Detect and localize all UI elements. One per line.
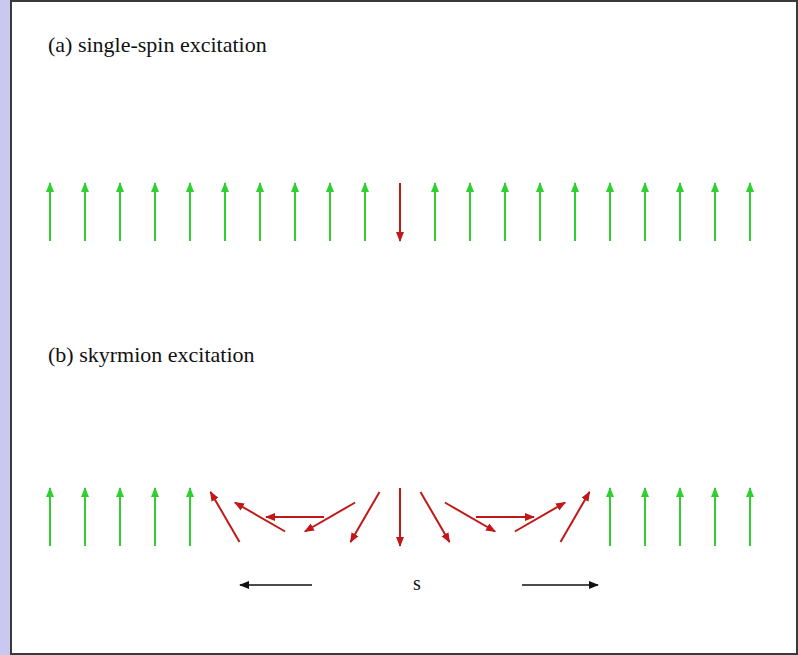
spin-arrow — [399, 183, 401, 241]
spin-arrow — [714, 183, 716, 241]
span-arrow — [522, 584, 598, 586]
panel-caption: (a) single-spin excitation — [48, 32, 267, 58]
spin-arrow — [364, 183, 366, 241]
spin-arrow — [749, 488, 751, 546]
spin-arrow — [119, 183, 121, 241]
spin-arrow — [421, 492, 450, 542]
spin-arrow — [644, 183, 646, 241]
spin-arrow — [714, 488, 716, 546]
spin-arrow — [434, 183, 436, 241]
spin-arrow — [679, 488, 681, 546]
spin-arrow — [399, 488, 401, 546]
spin-arrow — [504, 183, 506, 241]
spin-arrow — [539, 183, 541, 241]
spin-arrow — [49, 183, 51, 241]
size-label: s — [409, 572, 425, 595]
spin-arrow — [266, 516, 324, 518]
spin-arrow — [49, 488, 51, 546]
spin-arrow — [351, 492, 380, 542]
spin-arrow — [469, 183, 471, 241]
spin-arrow — [476, 516, 534, 518]
spin-arrow — [574, 183, 576, 241]
spin-arrow — [305, 503, 355, 532]
spin-arrow — [259, 183, 261, 241]
spin-arrow — [749, 183, 751, 241]
spin-arrow — [679, 183, 681, 241]
spin-arrow — [154, 488, 156, 546]
spin-arrow — [515, 503, 565, 532]
spin-illustration — [12, 2, 796, 653]
spin-arrow — [644, 488, 646, 546]
spin-arrow — [224, 183, 226, 241]
spin-arrow — [294, 183, 296, 241]
spin-arrow — [189, 488, 191, 546]
span-arrow — [240, 584, 312, 586]
spin-arrow — [329, 183, 331, 241]
spin-arrow — [84, 183, 86, 241]
spin-arrow — [211, 492, 240, 542]
spin-arrow — [609, 488, 611, 546]
panel-caption: (b) skyrmion excitation — [48, 342, 255, 368]
spin-arrow — [609, 183, 611, 241]
spin-arrow — [189, 183, 191, 241]
spin-arrow — [154, 183, 156, 241]
spin-arrow — [561, 492, 590, 542]
frame-panel: (a) single-spin excitation (b) skyrmion … — [10, 0, 798, 655]
spin-arrow — [119, 488, 121, 546]
spin-arrow — [84, 488, 86, 546]
